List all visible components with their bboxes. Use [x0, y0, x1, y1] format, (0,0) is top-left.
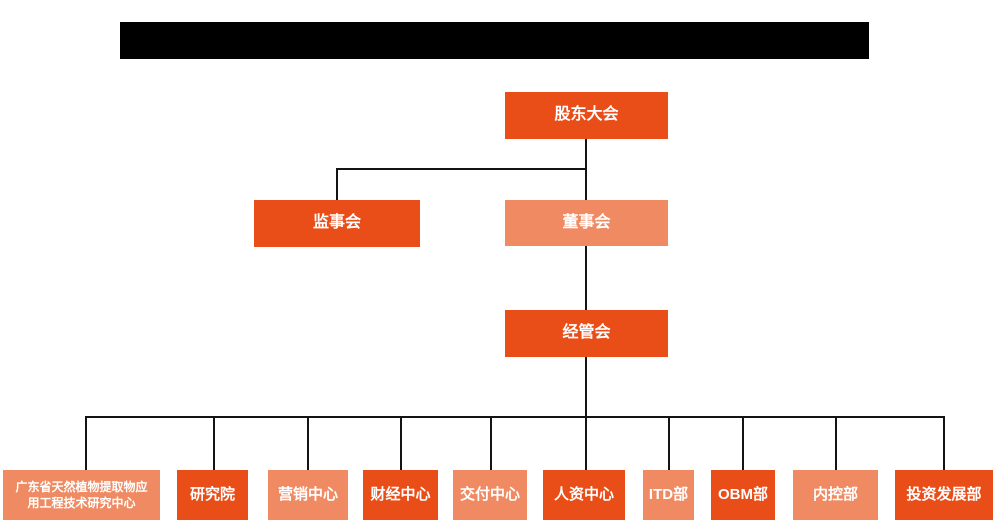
node-investment-development-dept: 投资发展部 — [895, 470, 993, 520]
connector-drop-internal-control-dept — [835, 416, 837, 470]
node-management-committee: 经管会 — [505, 310, 668, 357]
connector-drop-hr-center — [585, 416, 587, 470]
connector-drop-research-institute — [213, 416, 215, 470]
node-hr-center: 人资中心 — [543, 470, 625, 520]
connector-directors-to-management — [585, 246, 587, 310]
node-finance-center: 财经中心 — [363, 470, 438, 520]
connector-management-to-bus — [585, 357, 587, 417]
connector-drop-supervisors — [336, 168, 338, 200]
node-board-of-directors: 董事会 — [505, 200, 668, 246]
connector-drop-research-center — [85, 416, 87, 470]
node-shareholders-meeting: 股东大会 — [505, 92, 668, 139]
node-marketing-center: 营销中心 — [268, 470, 348, 520]
connector-drop-itd-dept — [668, 416, 670, 470]
connector-drop-finance-center — [400, 416, 402, 470]
connector-drop-investment-development — [943, 416, 945, 470]
connector-drop-delivery-center — [490, 416, 492, 470]
node-research-institute: 研究院 — [177, 470, 248, 520]
node-itd-dept: ITD部 — [643, 470, 694, 520]
node-obm-dept: OBM部 — [711, 470, 775, 520]
node-supervisory-board: 监事会 — [254, 200, 420, 247]
redacted-title-bar — [120, 22, 869, 59]
connector-branch-to-supervisors — [336, 168, 587, 170]
connector-drop-marketing-center — [307, 416, 309, 470]
node-internal-control-dept: 内控部 — [793, 470, 878, 520]
connector-drop-obm-dept — [742, 416, 744, 470]
node-research-center: 广东省天然植物提取物应 用工程技术研究中心 — [3, 470, 160, 520]
connector-departments-bus — [85, 416, 945, 418]
node-delivery-center: 交付中心 — [453, 470, 527, 520]
